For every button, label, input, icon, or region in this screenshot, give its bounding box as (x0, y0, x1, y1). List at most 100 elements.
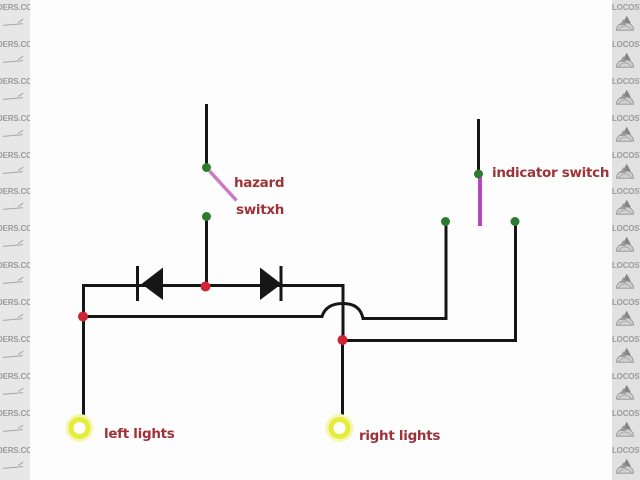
watermark-item: LOCOST (612, 295, 640, 332)
hazard-switch-lever (208, 169, 238, 202)
right-lamp-icon (328, 417, 351, 439)
watermark-item: DERS.CO (0, 221, 30, 258)
watermark-text: LOCOST (612, 3, 640, 12)
diodes (141, 267, 282, 300)
right-lights-label: right lights (359, 428, 440, 444)
locost-logo-icon (616, 347, 634, 363)
watermark-text: DERS.CO (0, 408, 30, 418)
watermark-item: LOCOST (612, 111, 640, 148)
lamps (65, 414, 354, 442)
locost-logo-icon (616, 163, 634, 179)
locost-logo-icon (616, 273, 634, 289)
watermark-arc-icon (2, 133, 24, 137)
right-lamp-glow (325, 414, 354, 442)
hazard-contact-dot-bottom (202, 212, 211, 221)
locost-logo-icon (616, 89, 634, 105)
watermark-arc-icon (2, 428, 24, 432)
watermark-text: DERS.CO (0, 298, 30, 308)
watermark-arc-icon (2, 318, 24, 321)
junction-dots (78, 281, 348, 345)
watermark-text: LOCOST (612, 335, 640, 345)
watermark-item: LOCOST (612, 258, 640, 295)
hazard-switch-label-line1: hazard (234, 175, 284, 191)
watermark-text: DERS.CO (0, 187, 30, 197)
watermark-arc-icon (2, 244, 24, 248)
indicator-contact-dot-top (474, 169, 483, 179)
watermark-item: DERS.CO (0, 111, 30, 148)
junction-dot-center (200, 281, 211, 292)
watermark-text: LOCOST (612, 76, 640, 86)
watermark-item: DERS.CO (0, 37, 30, 74)
locost-logo-icon (616, 384, 634, 400)
watermark-text: DERS.CO (0, 39, 30, 49)
watermark-arc-icon (2, 392, 24, 395)
junction-dot-left (78, 311, 88, 322)
watermark-item: LOCOST (612, 221, 640, 258)
locost-logo-icon (616, 200, 634, 216)
watermark-text: DERS.CO (0, 113, 30, 123)
watermark-item: LOCOST (612, 406, 640, 443)
watermark-arc-icon (2, 23, 24, 26)
watermark-item: LOCOST (612, 37, 640, 74)
watermark-text: DERS.CO (0, 76, 30, 86)
locost-logo-icon (616, 126, 634, 142)
watermark-item: LOCOST (612, 369, 640, 406)
locost-logo-icon (616, 310, 634, 326)
watermark-item: DERS.CO (0, 332, 30, 369)
watermark-item: LOCOST (612, 148, 640, 185)
indicator-contact-dot-left (441, 217, 450, 226)
watermark-item: DERS.CO (0, 406, 30, 443)
left-lamp-glow (65, 414, 94, 442)
contact-dots (202, 163, 520, 226)
hazard-contact-dot-top (202, 163, 211, 172)
watermark-item: DERS.CO (0, 74, 30, 111)
watermark-item: DERS.CO (0, 184, 30, 221)
indicator-switch-label: indicator switch (492, 165, 609, 181)
watermark-item: DERS.CO (0, 148, 30, 185)
watermark-text: LOCOST (612, 187, 640, 197)
watermark-arc-icon (2, 355, 24, 358)
wires (82, 104, 517, 416)
watermark-item: LOCOST (612, 0, 640, 37)
watermark-text: LOCOST (612, 150, 640, 160)
watermark-text: DERS.CO (0, 261, 30, 271)
locost-logo-icon (616, 52, 634, 68)
left-lamp-icon (68, 417, 91, 439)
locost-logo-icon (616, 237, 634, 252)
hazard-switch-label-line2: switxh (236, 202, 284, 218)
watermark-item: DERS.CO (0, 369, 30, 406)
watermark-item: DERS.CO (0, 258, 30, 295)
watermark-right-strip: LOCOST LOCOST LOCOST (612, 0, 640, 480)
watermark-text: DERS.CO (0, 335, 30, 345)
watermark-arc-icon (2, 60, 24, 63)
junction-dot-right (337, 335, 348, 345)
watermark-text: DERS.CO (0, 371, 30, 381)
watermark-text: DERS.CO (0, 445, 30, 455)
watermark-text: LOCOST (612, 113, 640, 123)
indicator-contact-dot-right (510, 217, 520, 226)
watermark-text: DERS.CO (0, 224, 30, 234)
watermark-text: LOCOST (612, 224, 640, 234)
watermark-item: LOCOST (612, 74, 640, 111)
labels: hazard switxh indicator switch left ligh… (104, 165, 609, 444)
watermark-text: DERS.CO (0, 3, 30, 12)
watermark-text: LOCOST (612, 261, 640, 271)
watermark-arc-icon (2, 170, 24, 174)
watermark-arc-icon (2, 96, 24, 100)
watermark-text: LOCOST (612, 298, 640, 308)
watermark-text: LOCOST (612, 39, 640, 49)
watermark-item: DERS.CO (0, 443, 30, 480)
watermark-item: LOCOST (612, 443, 640, 480)
watermark-text: LOCOST (612, 408, 640, 418)
watermark-item: DERS.CO (0, 295, 30, 332)
watermark-text: LOCOST (612, 371, 640, 381)
right-diode-icon (260, 267, 282, 300)
left-diode-icon (141, 267, 163, 300)
watermark-item: LOCOST (612, 332, 640, 369)
locost-logo-icon (616, 458, 634, 474)
watermark-arc-icon (2, 281, 24, 285)
watermark-item: DERS.CO (0, 0, 30, 37)
watermark-text: DERS.CO (0, 150, 30, 160)
